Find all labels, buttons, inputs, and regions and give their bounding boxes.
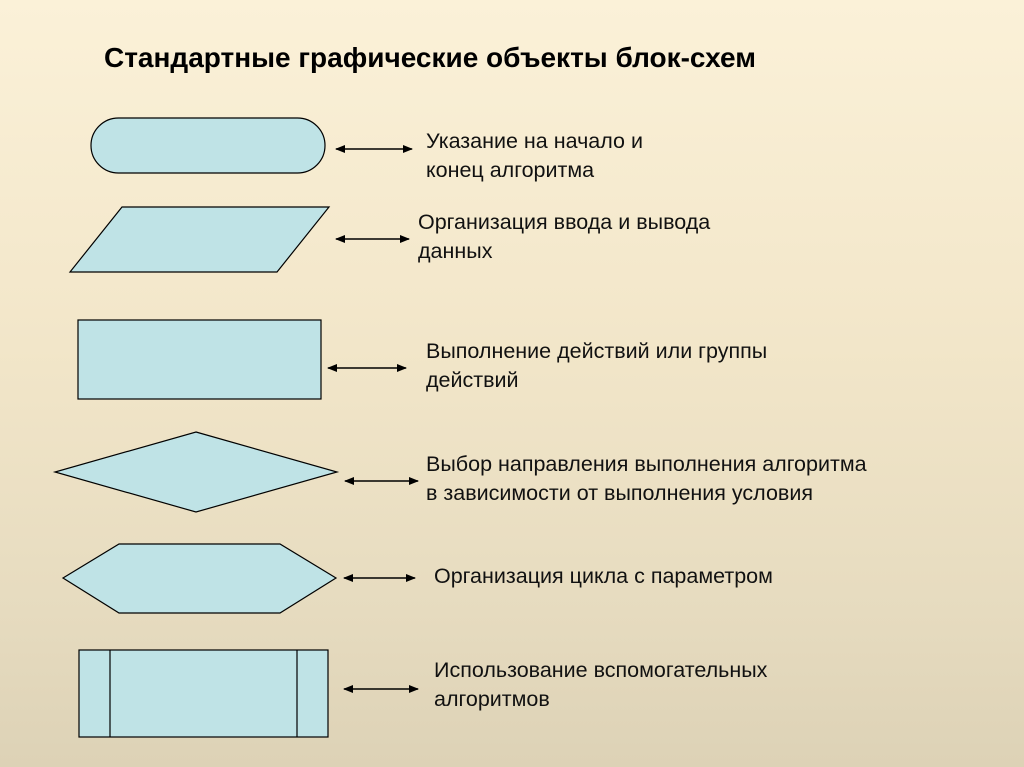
subroutine-shape	[78, 649, 329, 738]
desc-line: Организация цикла с параметром	[434, 564, 773, 588]
parallelogram-shape	[68, 206, 331, 273]
desc-loop: Организация цикла с параметром	[434, 562, 773, 591]
desc-line: Использование вспомогательных	[434, 658, 768, 682]
page-title: Стандартные графические объекты блок-схе…	[104, 42, 756, 73]
desc-line: Выполнение действий или группы	[426, 339, 768, 363]
desc-terminator: Указание на начало и конец алгоритма	[426, 127, 643, 185]
desc-decision: Выбор направления выполнения алгоритма в…	[426, 450, 867, 508]
desc-line: алгоритмов	[434, 687, 550, 711]
loop-hexagon-shape	[61, 543, 338, 614]
desc-process: Выполнение действий или группы действий	[426, 337, 767, 395]
desc-line: Выбор направления выполнения алгоритма	[426, 452, 867, 476]
decision-diamond-shape	[52, 431, 340, 513]
desc-line: данных	[418, 239, 493, 263]
desc-line: Организация ввода и вывода	[418, 210, 711, 234]
process-rectangle-shape	[77, 319, 322, 400]
desc-subroutine: Использование вспомогательных алгоритмов	[434, 656, 767, 714]
desc-line: действий	[426, 368, 519, 392]
desc-input-output: Организация ввода и вывода данных	[418, 208, 710, 266]
terminator-shape	[90, 117, 326, 174]
desc-line: в зависимости от выполнения условия	[426, 481, 813, 505]
desc-line: Указание на начало и	[426, 129, 643, 153]
desc-line: конец алгоритма	[426, 158, 595, 182]
